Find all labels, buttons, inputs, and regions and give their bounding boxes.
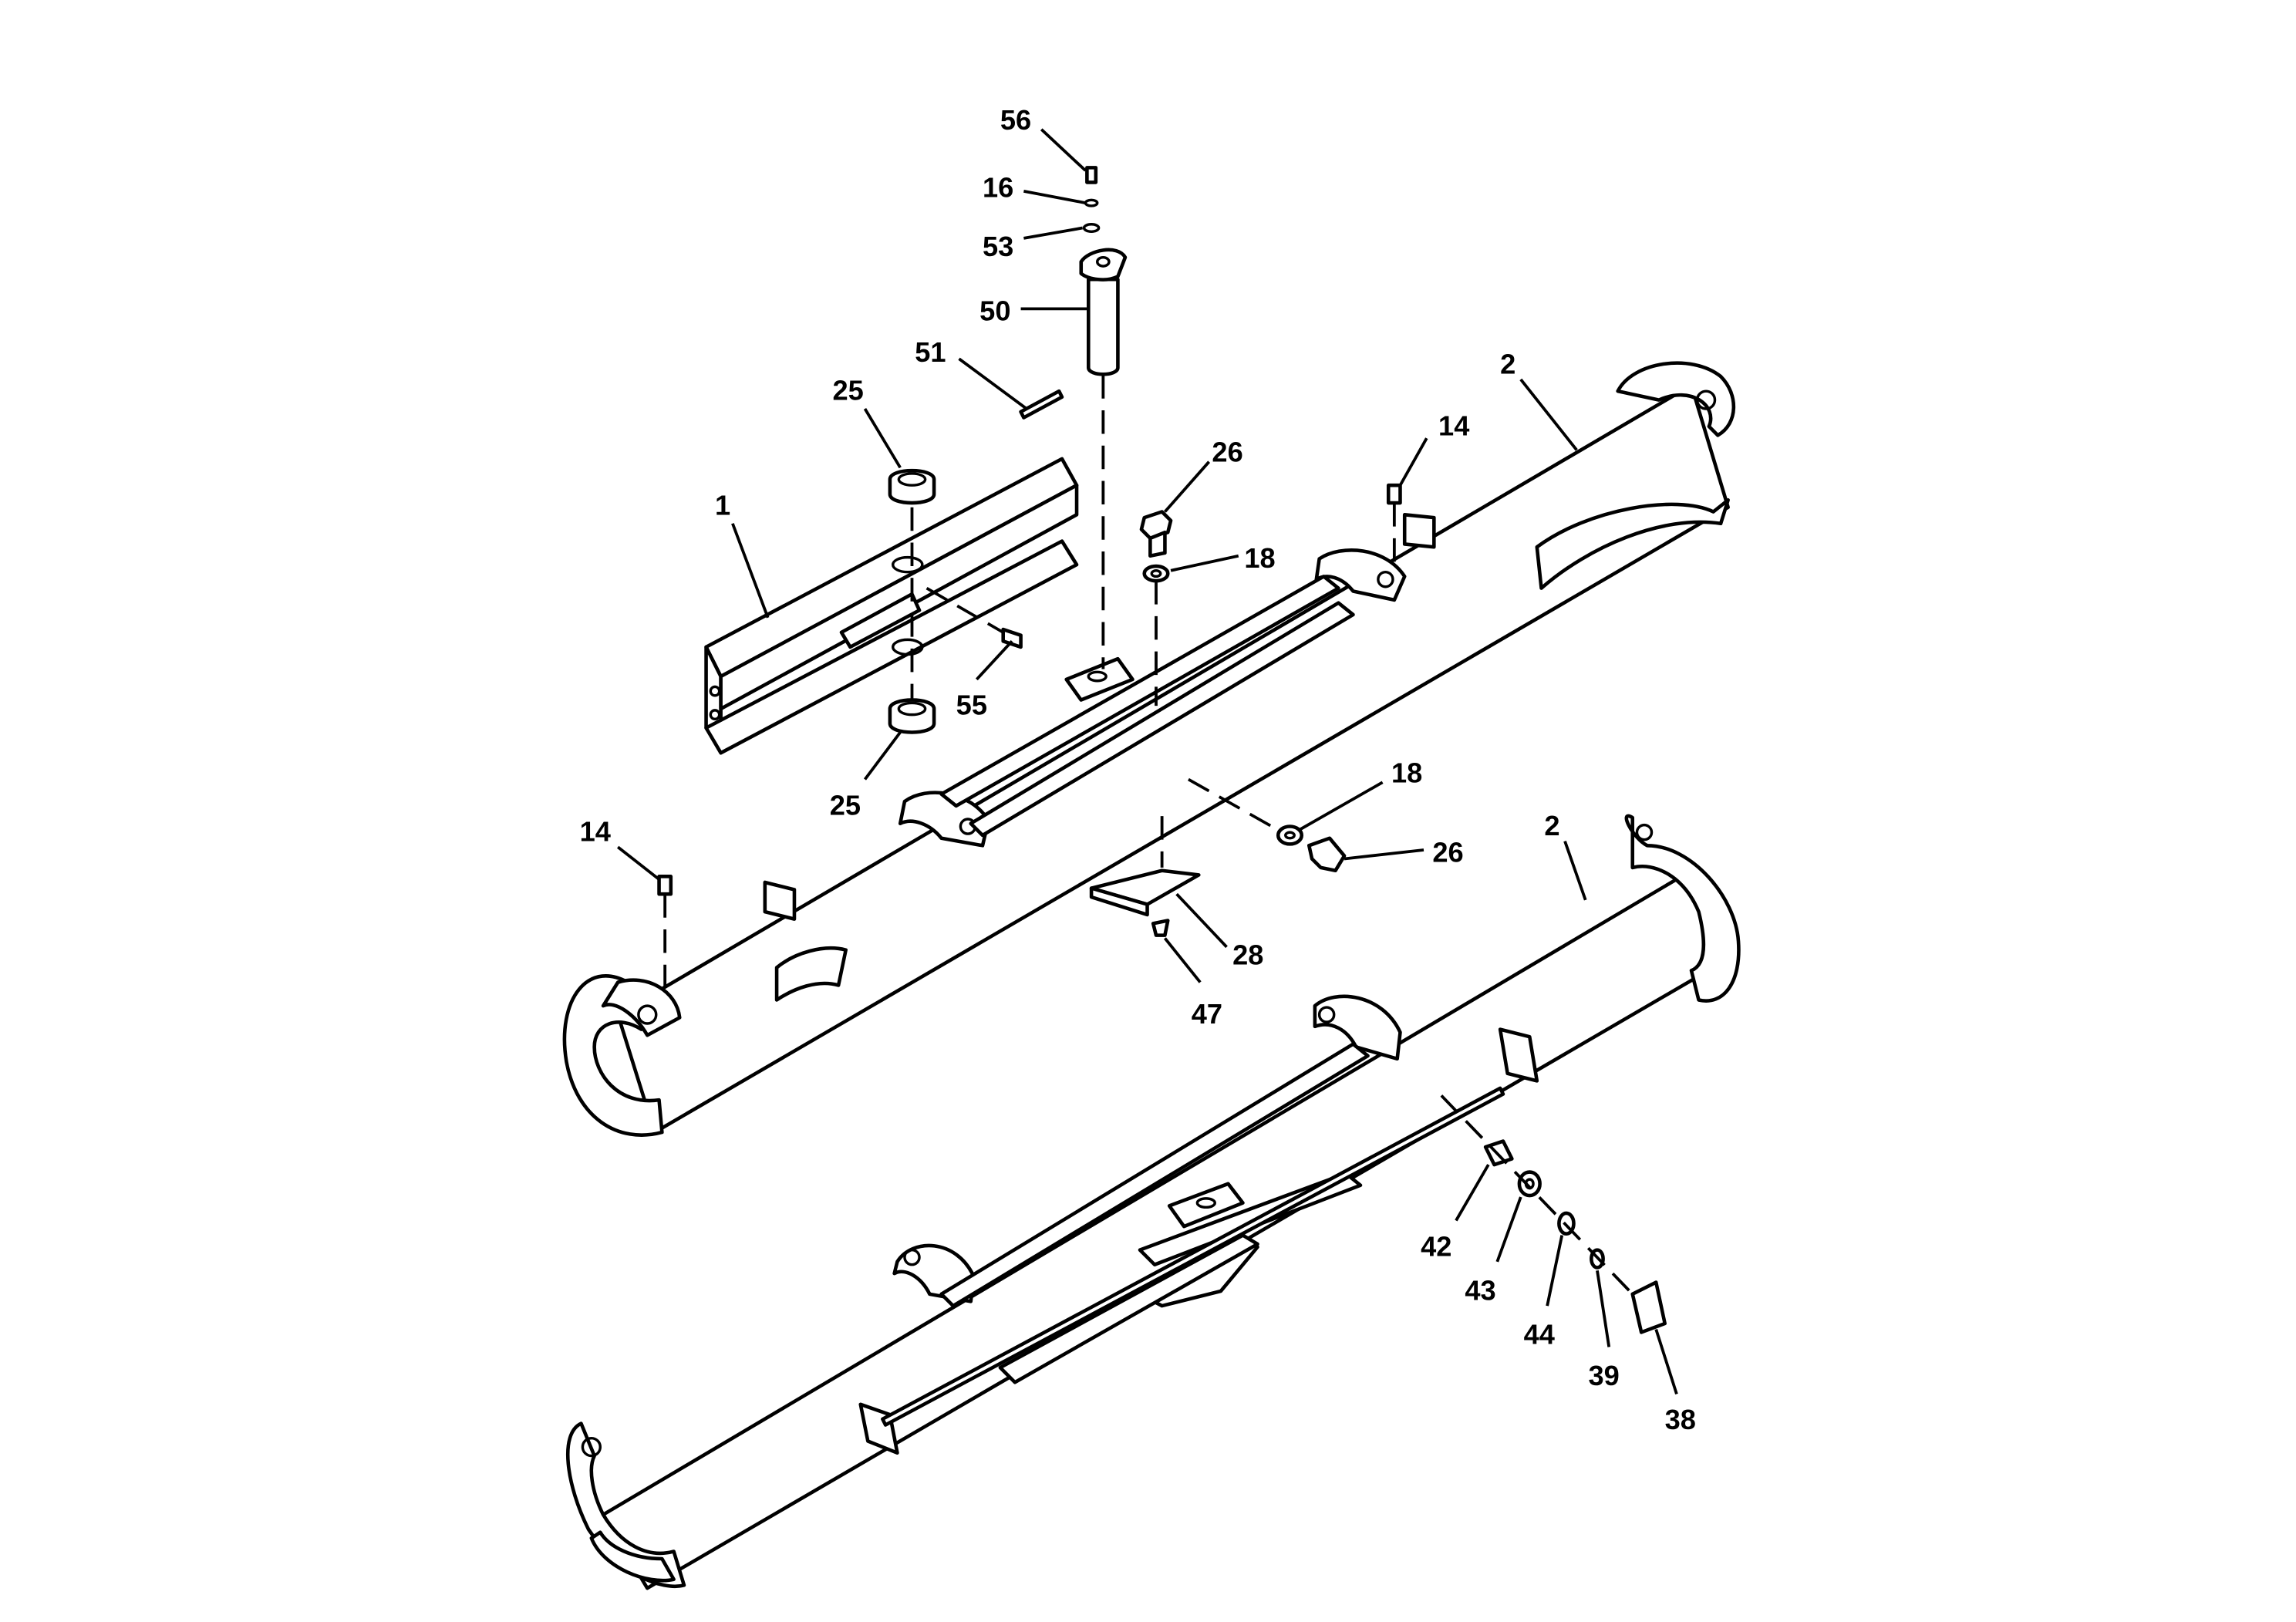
callout-53: 53 <box>983 231 1013 262</box>
callout-44: 44 <box>1524 1319 1555 1351</box>
bolt-26-mid <box>1306 836 1347 873</box>
grease-fitting-55 <box>1001 627 1023 649</box>
callout-47: 47 <box>1192 998 1222 1030</box>
callout-51: 51 <box>915 336 946 368</box>
callout-18-top: 18 <box>1244 542 1275 574</box>
set-screw-14-left <box>657 875 673 896</box>
screw-47 <box>1151 919 1170 937</box>
callout-50: 50 <box>979 295 1010 327</box>
callout-26-mid: 26 <box>1432 836 1463 868</box>
plate-28 <box>1089 868 1201 917</box>
washer-18-mid <box>1276 824 1304 846</box>
callout-25-upper: 25 <box>833 375 864 406</box>
upper-axle-tube <box>562 361 1736 1137</box>
callout-39: 39 <box>1589 1360 1620 1391</box>
pin-assembly <box>1019 166 1128 420</box>
callouts: 56 16 53 50 51 25 1 55 25 26 18 14 2 14 … <box>580 104 1696 1435</box>
callout-38: 38 <box>1665 1404 1696 1435</box>
callout-2-upper: 2 <box>1500 348 1515 379</box>
callout-56: 56 <box>1000 104 1031 136</box>
callout-14-top: 14 <box>1438 410 1469 441</box>
bolt-stack <box>1483 1139 1667 1334</box>
bushing-upper <box>888 468 936 505</box>
set-screw-14-top <box>1386 483 1402 505</box>
callout-42: 42 <box>1421 1230 1451 1262</box>
callout-26-top: 26 <box>1212 437 1242 468</box>
callout-14-left: 14 <box>580 816 611 848</box>
callout-55: 55 <box>956 690 987 721</box>
arm-bracket <box>704 457 1079 755</box>
callout-2-lower: 2 <box>1544 810 1559 841</box>
lower-axle-tube <box>566 814 1741 1590</box>
callout-28: 28 <box>1232 939 1263 971</box>
callout-16: 16 <box>983 171 1013 203</box>
callout-18-mid: 18 <box>1391 757 1422 788</box>
bolt-26-top <box>1139 510 1173 558</box>
leader-lines <box>616 128 1678 1395</box>
callout-25-lower: 25 <box>830 789 861 821</box>
washer-18-top <box>1142 564 1170 583</box>
assembly-lines <box>663 375 1634 1296</box>
bushing-lower <box>888 698 936 734</box>
callout-1: 1 <box>715 489 730 521</box>
callout-43: 43 <box>1465 1274 1495 1306</box>
